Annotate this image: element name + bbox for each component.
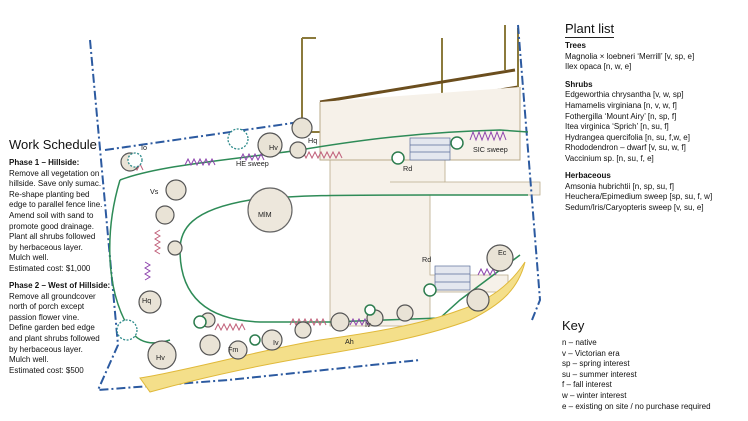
legend-key: Key n – native v – Victorian era sp – sp… — [562, 318, 744, 412]
key-item: f – fall interest — [562, 380, 612, 390]
phase1-line: hillside. Save only sumac. — [9, 179, 102, 189]
label-vs: Vs — [150, 187, 159, 196]
label-sic-sweep: SIC sweep — [473, 145, 508, 154]
herbaceous-item: Amsonia hubrichtii [n, sp, su, f] — [565, 181, 674, 191]
phase2-line: Remove all groundcover — [9, 291, 96, 301]
phase1-line: Mulch well. — [9, 253, 49, 263]
label-hv-top: Hv — [269, 143, 278, 152]
key-title: Key — [562, 318, 585, 333]
shrub-item: Fothergilla ‘Mount Airy’ [n, sp, f] — [565, 111, 677, 121]
label-io: Io — [141, 143, 147, 152]
phase1-line: Amend soil with sand to — [9, 210, 94, 220]
garden-plan: Io Hv Hq HE sweep Vs MlM Rd SIC sweep Rd… — [89, 24, 542, 393]
label-rd-lower: Rd — [422, 255, 431, 264]
shrub-item: Edgeworthia chrysantha [v, w, sp] — [565, 90, 684, 100]
phase2-line: passion flower vine. — [9, 312, 80, 322]
label-mlm: MlM — [258, 210, 272, 219]
key-item: v – Victorian era — [562, 348, 620, 358]
shrub-item: Vaccinium sp. [n, su, f, e] — [565, 153, 654, 163]
label-iv-b: Iv — [365, 320, 371, 329]
steps — [409, 137, 471, 291]
yellow-sweep — [139, 261, 526, 393]
key-item: n – native — [562, 338, 597, 348]
phase1-line: Remove all vegetation on — [9, 168, 100, 178]
label-he-sweep: HE sweep — [236, 159, 269, 168]
purple-sweep — [144, 130, 507, 327]
herbaceous-item: Sedum/Iris/Caryopteris sweep [v, su, e] — [565, 202, 704, 212]
shrub-item: Hydrangea quercifolia [n, su, f,w, e] — [565, 132, 690, 142]
shrub-item: Hamamelis virginiana [n, v, w, f] — [565, 100, 677, 110]
fence-line — [89, 24, 542, 392]
shrub-item: Rhododendron – dwarf [v, su, w, f] — [565, 143, 686, 153]
phase1-line: promote good drainage. — [9, 221, 94, 231]
work-schedule-title: Work Schedule — [9, 137, 97, 152]
phase1-line: Re-shape planting bed — [9, 189, 90, 199]
herbaceous-item: Heuchera/Epimedium sweep [sp, su, f, w] — [565, 192, 713, 202]
phase2-heading: Phase 2 – West of Hillside: — [9, 281, 111, 291]
label-ah: Ah — [345, 337, 354, 346]
work-schedule: Work Schedule Phase 1 – Hillside: Remove… — [9, 137, 121, 376]
holly-symbols — [116, 128, 249, 341]
herbaceous-heading: Herbaceous — [565, 171, 611, 181]
shrub-item: Itea virginica ‘Sprich’ [n, su, f] — [565, 122, 669, 132]
phase2-line: Mulch well. — [9, 355, 49, 365]
phase2-line: Define garden bed edge — [9, 323, 95, 333]
key-item: sp – spring interest — [562, 359, 630, 369]
label-hv-bottom: Hv — [156, 353, 165, 362]
phase2-line: by herbaceous layer. — [9, 344, 83, 354]
phase1-cost: Estimated cost: $1,000 — [9, 263, 91, 273]
phase2-line: and plant shrubs followed — [9, 334, 100, 343]
key-item: w – winter interest — [562, 390, 627, 400]
label-fm: Fm — [228, 345, 238, 354]
phase2-line: north of porch except — [9, 302, 85, 312]
tree-item: Ilex opaca [n, w, e] — [565, 62, 632, 72]
label-iv-a: Iv — [273, 338, 279, 347]
label-ec: Ec — [498, 248, 507, 257]
label-rd-top: Rd — [403, 164, 412, 173]
plant-list: Plant list Trees Magnolia × loebneri ‘Me… — [565, 21, 745, 213]
key-item: e – existing on site / no purchase requi… — [562, 401, 711, 411]
key-item: su – summer interest — [562, 369, 637, 379]
phase2-cost: Estimated cost: $500 — [9, 365, 84, 375]
shrubs-heading: Shrubs — [565, 79, 593, 89]
phase1-line: Plant all shrubs followed — [9, 232, 96, 242]
phase1-line: by herbaceous layer. — [9, 242, 83, 252]
plant-list-title: Plant list — [565, 21, 615, 39]
label-hq-top: Hq — [308, 136, 317, 145]
plan-labels: Io Hv Hq HE sweep Vs MlM Rd SIC sweep Rd… — [141, 136, 508, 362]
phase1-heading: Phase 1 – Hillside: — [9, 158, 80, 168]
walkway-paths — [329, 134, 541, 327]
green-shrubs — [193, 136, 464, 346]
trees-heading: Trees — [565, 41, 586, 51]
phase1-line: edge to parallel fence line. — [9, 200, 103, 210]
tree-item: Magnolia × loebneri ‘Merrill’ [v, sp, e] — [565, 51, 695, 61]
label-hq-left: Hq — [142, 296, 151, 305]
